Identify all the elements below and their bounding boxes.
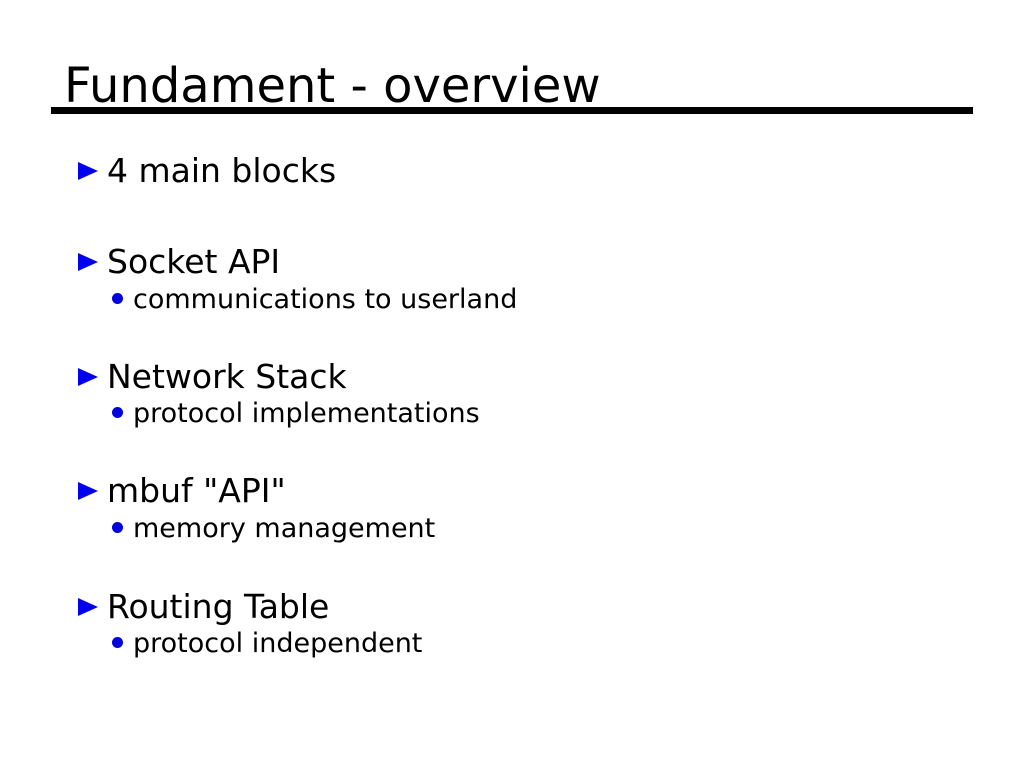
bullet-item-label: Routing Table [107, 587, 330, 626]
sub-bullet-item: communications to userland [112, 284, 517, 316]
page-title: Fundament - overview [64, 58, 601, 114]
sub-bullet-label: protocol implementations [133, 398, 480, 429]
sub-bullet-label: communications to userland [133, 284, 518, 315]
bullet-item: 4 main blocks [78, 153, 336, 189]
dot-bullet-icon [112, 522, 123, 533]
dot-bullet-icon [112, 407, 123, 418]
triangle-bullet-icon [78, 162, 98, 180]
sub-bullet-item: protocol independent [112, 628, 422, 660]
triangle-bullet-icon [78, 482, 98, 500]
triangle-bullet-icon [78, 598, 98, 616]
sub-bullet-item: memory management [112, 513, 435, 545]
bullet-item-label: mbuf "API" [107, 471, 286, 510]
bullet-item-label: 4 main blocks [107, 151, 337, 190]
triangle-bullet-icon [78, 253, 98, 271]
dot-bullet-icon [112, 293, 123, 304]
sub-bullet-label: memory management [133, 513, 436, 544]
bullet-item: Socket API [78, 244, 280, 280]
bullet-item: Routing Table [78, 589, 329, 625]
bullet-item-label: Socket API [107, 242, 281, 281]
bullet-item: Network Stack [78, 359, 347, 395]
sub-bullet-label: protocol independent [133, 628, 423, 659]
title-underline [51, 107, 973, 114]
bullet-item-label: Network Stack [107, 357, 347, 396]
sub-bullet-item: protocol implementations [112, 398, 480, 430]
triangle-bullet-icon [78, 368, 98, 386]
dot-bullet-icon [112, 637, 123, 648]
bullet-item: mbuf "API" [78, 473, 286, 509]
